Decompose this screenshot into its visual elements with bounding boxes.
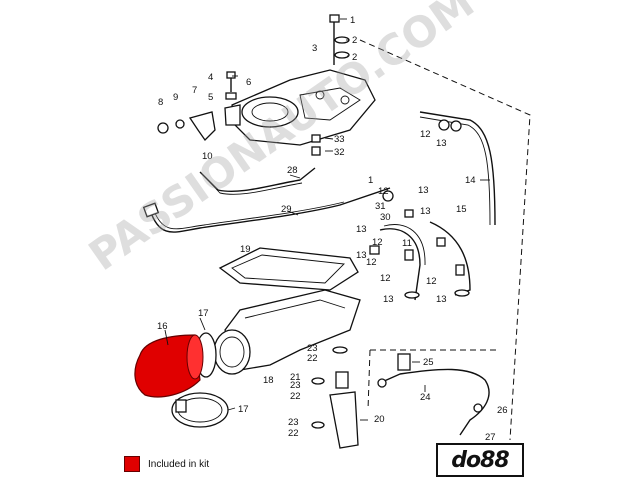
callout-13: 13 xyxy=(420,206,431,217)
intake-plenum xyxy=(213,289,361,375)
hose-28 xyxy=(199,167,316,193)
callout-4: 4 xyxy=(208,72,213,83)
bracket-20 xyxy=(311,346,359,449)
callout-23: 23 xyxy=(307,343,318,354)
fittings xyxy=(369,190,470,299)
hose-11 xyxy=(379,228,421,301)
callout-12: 12 xyxy=(366,257,377,268)
callout-22: 22 xyxy=(288,428,299,439)
callout-15: 15 xyxy=(456,204,467,215)
hose-14 xyxy=(419,111,496,226)
callout-9: 9 xyxy=(173,92,178,103)
callout-7: 7 xyxy=(192,85,197,96)
callout-6: 6 xyxy=(246,77,251,88)
reference-frame xyxy=(359,39,531,441)
hose-clamp xyxy=(171,392,229,428)
callout-27: 27 xyxy=(485,432,496,443)
callout-20: 20 xyxy=(374,414,385,425)
legend-label: Included in kit xyxy=(148,458,210,470)
callout-19: 19 xyxy=(240,244,251,255)
callout-28: 28 xyxy=(287,165,298,176)
silicone-hose-16 xyxy=(134,334,204,398)
callout-13: 13 xyxy=(436,294,447,305)
callout-14: 14 xyxy=(465,175,476,186)
callout-12: 12 xyxy=(420,129,431,140)
callout-11: 11 xyxy=(402,238,412,249)
callout-12: 12 xyxy=(378,186,389,197)
left-bolts xyxy=(157,71,241,142)
callout-23: 23 xyxy=(288,417,299,428)
callout-12: 12 xyxy=(380,273,391,284)
callout-12: 12 xyxy=(426,276,437,287)
callout-13: 13 xyxy=(356,224,367,235)
callout-22: 22 xyxy=(290,391,301,402)
callout-2: 2 xyxy=(352,35,357,46)
bolts-32-33 xyxy=(311,134,321,156)
hose-15 xyxy=(429,221,471,296)
callout-1: 1 xyxy=(368,175,373,186)
hose-29 xyxy=(149,187,391,233)
callout-23: 23 xyxy=(290,380,301,391)
brand-logo-text: do88 xyxy=(451,447,509,473)
callout-18: 18 xyxy=(263,375,274,386)
callout-13: 13 xyxy=(383,294,394,305)
callout-33: 33 xyxy=(334,134,345,145)
callout-21: 21 xyxy=(290,372,301,383)
callout-17: 17 xyxy=(238,404,249,415)
callout-17: 17 xyxy=(198,308,209,319)
callout-29: 29 xyxy=(281,204,292,215)
callout-10: 10 xyxy=(202,151,213,162)
callout-24: 24 xyxy=(420,392,431,403)
top-bolt xyxy=(329,14,350,65)
legend-swatch xyxy=(124,456,140,472)
callout-8: 8 xyxy=(158,97,163,108)
callout-labels: 1 2 3 2 4 5 6 7 8 9 10 33 32 28 29 12 13… xyxy=(157,15,508,443)
callout-13: 13 xyxy=(418,185,429,196)
callout-32: 32 xyxy=(334,147,345,158)
callout-25: 25 xyxy=(423,357,434,368)
callout-1: 1 xyxy=(350,15,355,26)
callout-12: 12 xyxy=(372,237,383,248)
throttle-housing xyxy=(231,69,376,146)
callout-13: 13 xyxy=(356,250,367,261)
callout-16: 16 xyxy=(157,321,168,332)
callout-13: 13 xyxy=(436,138,447,149)
brand-logo: do88 xyxy=(436,443,524,477)
callout-3: 3 xyxy=(312,43,317,54)
sensor-cable xyxy=(377,353,490,436)
callout-2: 2 xyxy=(352,52,357,63)
leader-lines xyxy=(164,18,490,421)
callout-26: 26 xyxy=(497,405,508,416)
callout-5: 5 xyxy=(208,92,213,103)
callout-22: 22 xyxy=(307,353,318,364)
callout-31: 31 xyxy=(375,201,386,212)
legend: Included in kit xyxy=(124,456,209,472)
callout-30: 30 xyxy=(380,212,391,223)
